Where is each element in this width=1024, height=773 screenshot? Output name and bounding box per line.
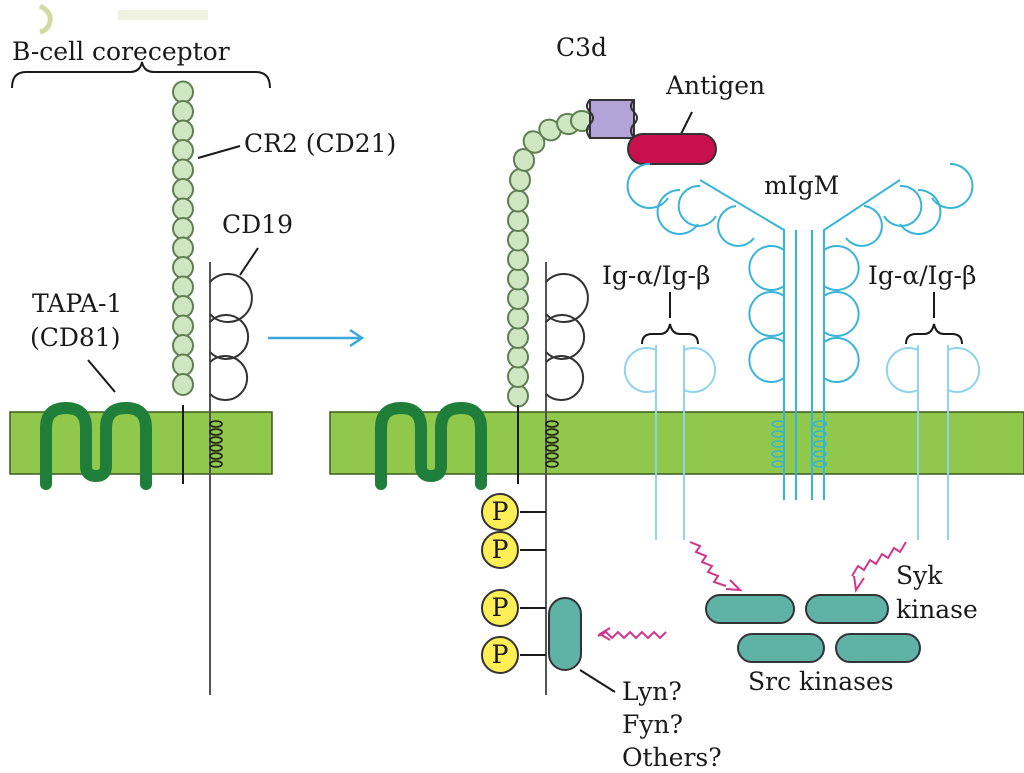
phospho-group: P P P P bbox=[481, 493, 519, 674]
cr2-domain bbox=[507, 365, 529, 388]
others-label: Others? bbox=[622, 743, 722, 768]
phospho-connectors bbox=[520, 511, 546, 656]
cr2-domain bbox=[172, 314, 194, 338]
migm-molecule bbox=[626, 162, 974, 500]
phospho-3: P bbox=[481, 589, 519, 627]
cr2-domain bbox=[172, 217, 194, 240]
cr2-domain bbox=[507, 209, 529, 232]
antigen-shape bbox=[627, 133, 717, 165]
syk-label-2: kinase bbox=[896, 595, 978, 624]
cr2-domain bbox=[172, 100, 194, 123]
ig-ab-right-brace bbox=[905, 323, 963, 345]
svg-text:P: P bbox=[492, 593, 509, 622]
cr2-domain bbox=[507, 384, 529, 408]
cr2-domain bbox=[172, 275, 194, 299]
c3d-label: C3d bbox=[556, 33, 607, 62]
svg-text:P: P bbox=[492, 535, 509, 564]
syk-kinase-1 bbox=[705, 594, 795, 624]
tapa1-left-pointer bbox=[87, 359, 116, 393]
tapa1-label: TAPA-1 bbox=[32, 289, 122, 318]
phospho-1: P bbox=[481, 493, 519, 531]
ig-ab-right-label: Ig-α/Ig-β bbox=[868, 261, 976, 290]
tapa1-left-shape bbox=[40, 402, 152, 490]
lyn-kinase bbox=[548, 597, 582, 671]
cr2-domain bbox=[172, 178, 194, 201]
cr2-domain bbox=[507, 228, 529, 252]
antigen-pointer bbox=[679, 111, 693, 137]
cr2-domain bbox=[172, 236, 194, 260]
ig-ab-left-molecule bbox=[623, 345, 717, 540]
cr2-domain bbox=[507, 306, 529, 330]
c3d-molecule bbox=[586, 99, 638, 139]
signal-arrow-syk-left bbox=[689, 541, 743, 592]
cr2-domain bbox=[507, 345, 529, 369]
src-kinase-1 bbox=[737, 633, 825, 663]
cr2-left-pointer bbox=[197, 145, 241, 159]
cd19-left-pointer bbox=[239, 247, 259, 276]
cr2-label: CR2 (CD21) bbox=[244, 129, 396, 158]
cr2-chain-right bbox=[507, 109, 594, 408]
slide-decoration bbox=[38, 3, 208, 35]
ig-ab-right-molecule bbox=[885, 345, 981, 540]
syk-kinase-2 bbox=[805, 594, 889, 624]
svg-text:P: P bbox=[492, 497, 509, 526]
cd81-label: (CD81) bbox=[30, 323, 121, 352]
cr2-domain bbox=[172, 256, 194, 279]
migm-label: mIgM bbox=[764, 171, 839, 200]
ig-ab-left-label: Ig-α/Ig-β bbox=[602, 261, 710, 290]
cr2-domain bbox=[507, 287, 529, 310]
signal-arrow-syk-right bbox=[851, 541, 907, 593]
cr2-domain bbox=[172, 119, 194, 143]
signal-arrow-lyn bbox=[597, 627, 667, 641]
svg-text:P: P bbox=[492, 640, 509, 669]
syk-label-1: Syk bbox=[896, 561, 943, 590]
cr2-domain bbox=[538, 118, 562, 142]
coreceptor-label: B-cell coreceptor bbox=[12, 37, 230, 66]
membrane-right bbox=[329, 411, 1024, 475]
antigen-label: Antigen bbox=[665, 71, 765, 100]
cr2-domain bbox=[172, 139, 194, 162]
cd19-right-domains bbox=[545, 273, 589, 401]
cr2-domain bbox=[507, 189, 529, 213]
cr2-domain bbox=[509, 168, 531, 192]
cd19-left-coil bbox=[209, 420, 223, 468]
phospho-4: P bbox=[481, 636, 519, 674]
cr2-domain bbox=[172, 80, 194, 104]
cr2-domain bbox=[172, 158, 194, 182]
cr2-domain bbox=[507, 326, 529, 349]
cr2-domain bbox=[172, 353, 194, 377]
ig-ab-left-brace bbox=[641, 323, 699, 345]
cr2-domain bbox=[507, 267, 529, 291]
transition-arrow bbox=[268, 328, 365, 348]
cd19-left-domains bbox=[209, 273, 253, 401]
lyn-pointer bbox=[579, 669, 616, 693]
tapa1-right-shape bbox=[375, 402, 487, 490]
cr2-domain bbox=[172, 373, 194, 396]
cr2-domain bbox=[507, 248, 529, 271]
cr2-domain bbox=[172, 295, 194, 318]
coreceptor-brace bbox=[11, 61, 271, 89]
cr2-domain bbox=[172, 197, 194, 221]
cr2-domain bbox=[512, 148, 536, 172]
cr2-chain-left bbox=[172, 80, 194, 396]
migm-coil bbox=[771, 420, 827, 468]
cd19-right-coil bbox=[545, 420, 559, 468]
phospho-2: P bbox=[481, 531, 519, 569]
src-kinase-2 bbox=[835, 633, 921, 663]
cd19-label: CD19 bbox=[222, 210, 293, 239]
cr2-domain bbox=[172, 334, 194, 357]
lyn-label: Lyn? bbox=[622, 677, 682, 706]
src-label: Src kinases bbox=[748, 667, 894, 696]
fyn-label: Fyn? bbox=[622, 710, 683, 739]
